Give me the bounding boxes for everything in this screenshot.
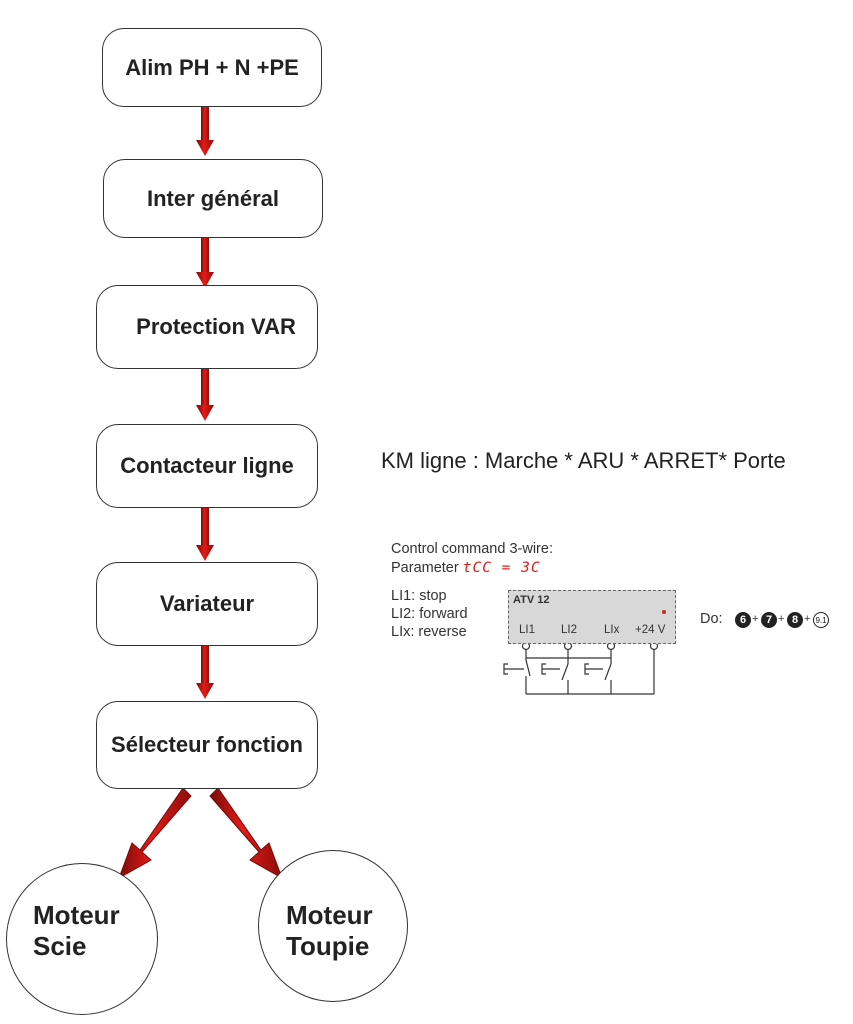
motor-scie-line1: Moteur xyxy=(33,900,120,930)
arrow-motor-toupie xyxy=(209,787,283,880)
step-badge-6: 6 xyxy=(735,612,751,628)
box-alim: Alim PH + N +PE xyxy=(102,28,322,107)
plus-sign: + xyxy=(778,613,785,625)
control-parameter: Parameter tCC = 3C xyxy=(391,560,541,576)
step-badge-8: 8 xyxy=(787,612,803,628)
box-protection-var: Protection VAR xyxy=(96,285,318,369)
plus-sign: + xyxy=(752,613,759,625)
parameter-code: tCC = 3C xyxy=(462,560,541,576)
motor-scie: Moteur Scie xyxy=(6,863,158,1015)
control-title: Control command 3-wire: xyxy=(391,541,553,557)
arrow-3 xyxy=(196,367,214,421)
motor-toupie-line1: Moteur xyxy=(286,900,373,930)
control-line-li2: LI2: forward xyxy=(391,606,468,622)
arrow-1 xyxy=(196,102,214,156)
km-note: KM ligne : Marche * ARU * ARRET* Porte xyxy=(381,448,786,473)
atv12-label: ATV 12 xyxy=(513,594,550,606)
terminal-li1: LI1 xyxy=(519,624,535,636)
do-label: Do: xyxy=(700,611,723,627)
arrow-4 xyxy=(196,507,214,561)
terminal-24v: +24 V xyxy=(635,624,666,636)
box-variateur: Variateur xyxy=(96,562,318,646)
step-badge-7: 7 xyxy=(761,612,777,628)
parameter-label: Parameter xyxy=(391,560,459,576)
motor-toupie: Moteur Toupie xyxy=(258,850,408,1002)
arrow-5 xyxy=(196,645,214,699)
box-contacteur-ligne: Contacteur ligne xyxy=(96,424,318,508)
step-badge-9-1: 9.1 xyxy=(813,612,829,628)
arrow-motor-scie xyxy=(118,787,192,880)
atv12-status-led xyxy=(662,610,666,614)
arrow-2 xyxy=(196,234,214,288)
motor-scie-line2: Scie xyxy=(33,931,87,961)
atv12-drive: ATV 12 LI1 LI2 LIx +24 V xyxy=(508,590,676,644)
motor-toupie-line2: Toupie xyxy=(286,931,370,961)
terminal-lix: LIx xyxy=(604,624,620,636)
control-line-lix: LIx: reverse xyxy=(391,624,467,640)
terminal-li2: LI2 xyxy=(561,624,577,636)
plus-sign: + xyxy=(804,613,811,625)
wiring-diagram xyxy=(503,641,659,695)
box-inter-general: Inter général xyxy=(103,159,323,238)
control-line-li1: LI1: stop xyxy=(391,588,447,604)
box-selecteur-fonction: Sélecteur fonction xyxy=(96,701,318,789)
